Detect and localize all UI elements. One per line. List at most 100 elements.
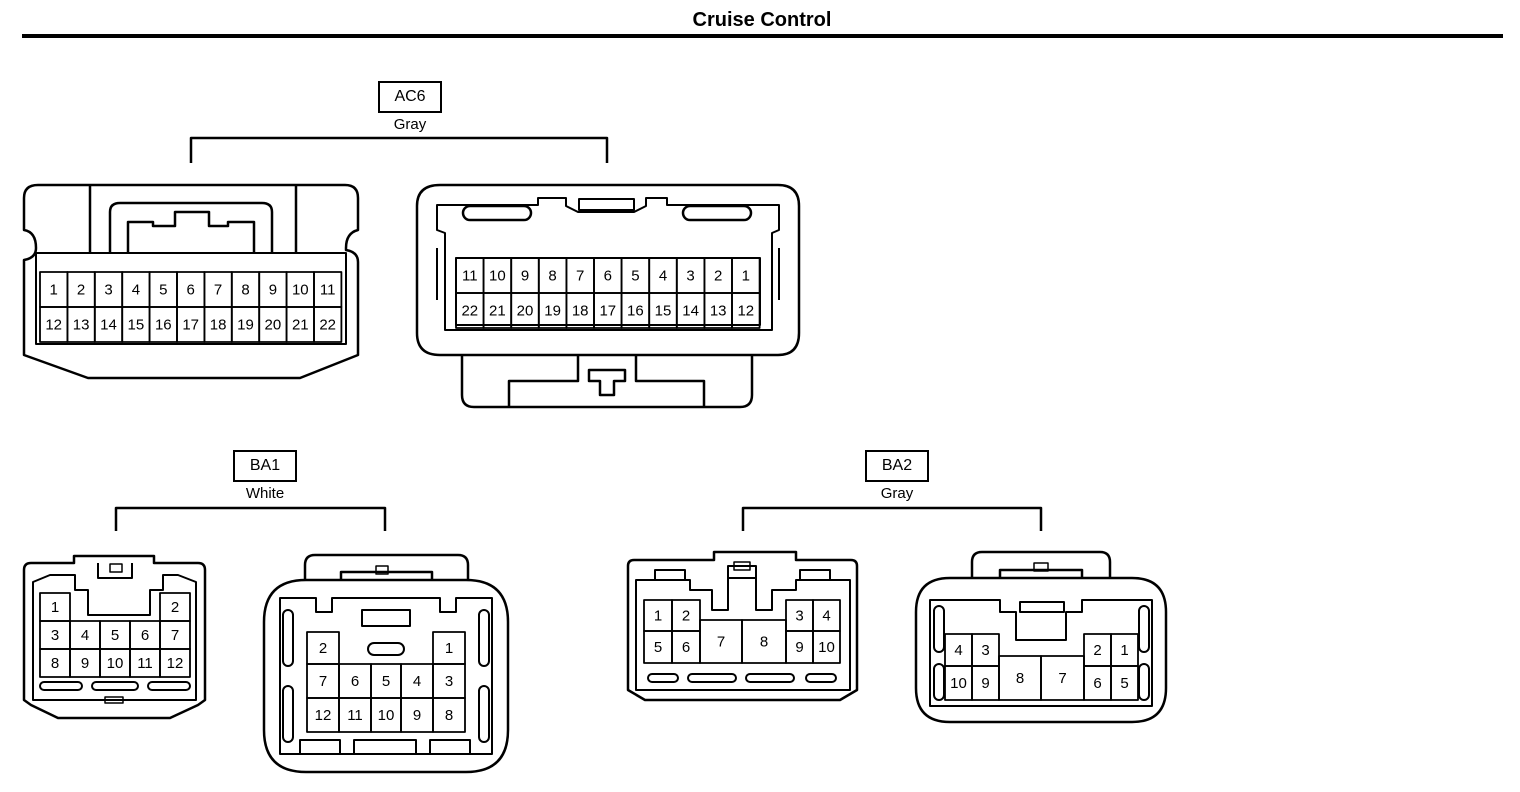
pin-number: 3 — [104, 282, 112, 299]
pin-cell — [159, 648, 191, 678]
connector-color-ba1: White — [245, 485, 285, 502]
pin-number: 14 — [100, 317, 117, 334]
pin-number: 9 — [521, 268, 529, 285]
pin-number: 11 — [320, 282, 336, 299]
pin-number: 9 — [981, 675, 989, 692]
pin-number: 10 — [818, 639, 835, 656]
pin-number: 12 — [737, 303, 754, 320]
pin-number: 16 — [627, 303, 644, 320]
pin-number: 12 — [315, 707, 332, 724]
page-title: Cruise Control — [692, 9, 832, 31]
pin-number: 10 — [378, 707, 395, 724]
pin-number: 1 — [742, 268, 750, 285]
pin-number: 7 — [214, 282, 222, 299]
pin-number: 20 — [517, 303, 534, 320]
pin-number: 8 — [548, 268, 556, 285]
pin-number: 7 — [576, 268, 584, 285]
connector-label-ac6: AC6 — [378, 81, 442, 113]
pin-cell — [731, 292, 761, 329]
ac6-right-housing — [415, 183, 801, 409]
pin-number: 19 — [237, 317, 254, 334]
pin-number: 17 — [182, 317, 199, 334]
pin-number: 1 — [445, 640, 453, 657]
pin-number: 17 — [599, 303, 616, 320]
pin-number: 9 — [269, 282, 277, 299]
ba1-left-housing — [22, 554, 207, 720]
pin-number: 9 — [81, 655, 89, 672]
connector-color-ba2: Gray — [880, 485, 914, 502]
ba2-right-housing — [914, 550, 1168, 724]
pin-number: 2 — [682, 608, 690, 625]
pin-cell — [432, 697, 466, 733]
pin-number: 8 — [1016, 670, 1024, 687]
pin-number: 6 — [141, 627, 149, 644]
pin-number: 6 — [1093, 675, 1101, 692]
pin-number: 10 — [107, 655, 124, 672]
pin-number: 11 — [347, 707, 363, 724]
pin-number: 9 — [795, 639, 803, 656]
title-rule — [22, 34, 1503, 38]
pin-number: 9 — [413, 707, 421, 724]
pin-number: 6 — [187, 282, 195, 299]
ba2-bracket — [741, 506, 1043, 531]
pin-number: 7 — [171, 627, 179, 644]
connector-label-ba1: BA1 — [233, 450, 297, 482]
pin-number: 5 — [654, 639, 662, 656]
pin-number: 1 — [654, 608, 662, 625]
pin-number: 20 — [265, 317, 282, 334]
pin-number: 6 — [682, 639, 690, 656]
ba2-left-housing — [626, 550, 859, 702]
pin-number: 13 — [73, 317, 90, 334]
pin-number: 15 — [128, 317, 145, 334]
pin-cell — [812, 630, 841, 664]
ac6-left-housing — [22, 183, 360, 380]
pin-number: 16 — [155, 317, 172, 334]
pin-number: 1 — [50, 282, 58, 299]
ba1-bracket — [114, 506, 387, 531]
pin-number: 8 — [241, 282, 249, 299]
pin-number: 14 — [682, 303, 699, 320]
pin-cell — [313, 306, 343, 343]
pin-number: 4 — [413, 673, 421, 690]
pin-number: 4 — [954, 642, 962, 659]
pin-number: 7 — [1058, 670, 1066, 687]
pin-number: 18 — [572, 303, 589, 320]
pin-number: 2 — [171, 599, 179, 616]
pin-number: 3 — [445, 673, 453, 690]
pin-number: 8 — [760, 634, 768, 651]
pin-number: 12 — [45, 317, 62, 334]
pin-number: 10 — [292, 282, 309, 299]
pin-number: 3 — [51, 627, 59, 644]
pin-number: 22 — [319, 317, 336, 334]
pin-number: 3 — [686, 268, 694, 285]
pin-number: 22 — [461, 303, 478, 320]
pin-number: 5 — [1120, 675, 1128, 692]
pin-number: 5 — [159, 282, 167, 299]
pin-number: 2 — [77, 282, 85, 299]
pin-number: 11 — [137, 655, 153, 672]
pin-number: 7 — [319, 673, 327, 690]
pin-number: 4 — [132, 282, 140, 299]
pin-number: 21 — [292, 317, 309, 334]
pin-number: 10 — [489, 268, 506, 285]
pin-number: 4 — [659, 268, 667, 285]
pin-number: 5 — [631, 268, 639, 285]
connector-color-ac6: Gray — [393, 116, 427, 133]
pin-number: 3 — [981, 642, 989, 659]
pin-number: 4 — [81, 627, 89, 644]
pin-number: 1 — [1120, 642, 1128, 659]
connector-label-ba2: BA2 — [865, 450, 929, 482]
pin-number: 19 — [544, 303, 561, 320]
pin-number: 8 — [445, 707, 453, 724]
pin-number: 21 — [489, 303, 506, 320]
pin-number: 4 — [822, 608, 830, 625]
pin-number: 12 — [167, 655, 184, 672]
pin-number: 11 — [462, 268, 478, 285]
pin-number: 2 — [714, 268, 722, 285]
